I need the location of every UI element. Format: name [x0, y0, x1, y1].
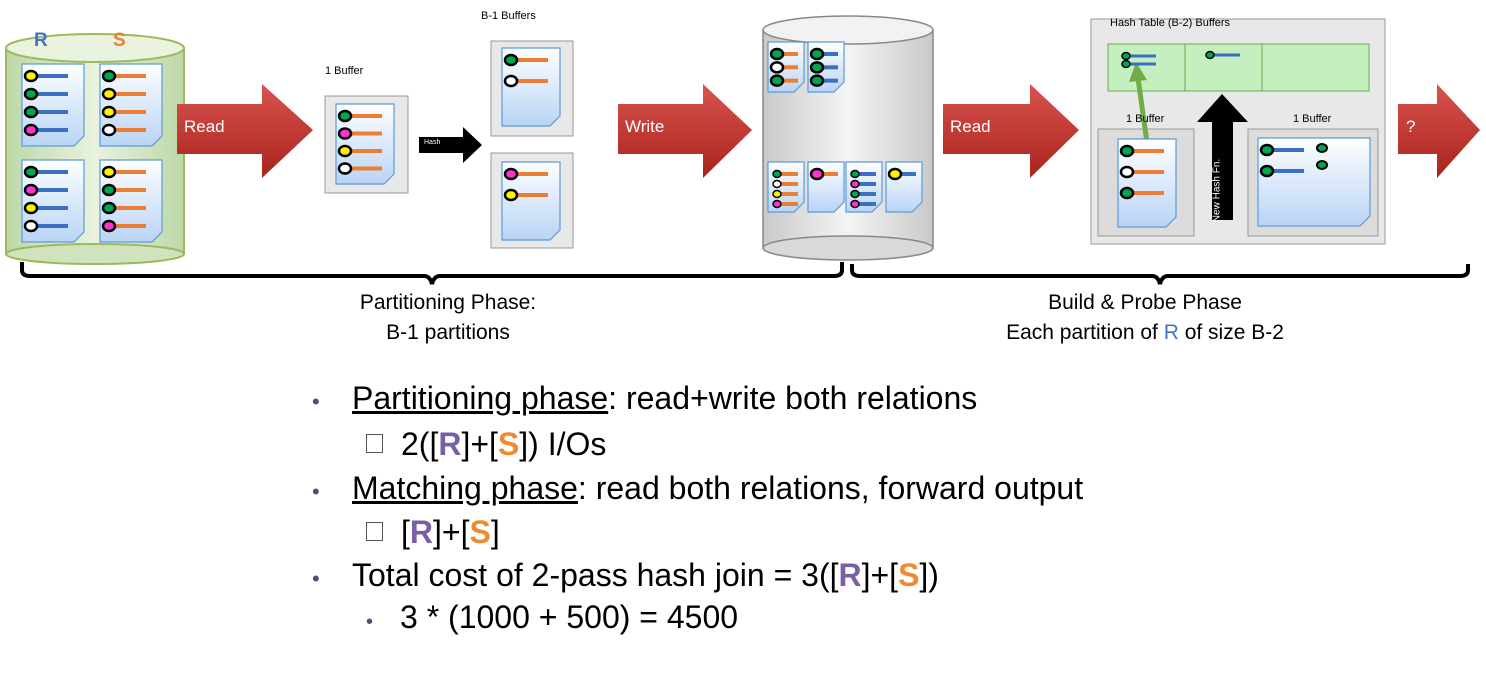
page-icon — [501, 47, 561, 127]
bullet-partitioning: • Partitioning phase: read+write both rel… — [312, 380, 977, 417]
new-hash-label: New Hash Fn. — [1211, 158, 1223, 223]
sub2-mid: ]+[ — [433, 514, 470, 550]
read-label-1: Read — [184, 117, 225, 136]
sub2-post: ] — [490, 514, 500, 550]
bullet-dot: • — [366, 611, 374, 633]
sub1-s: S — [497, 426, 520, 462]
hash-arrow — [419, 127, 482, 163]
total-calc: 3 * (1000 + 500) = 4500 — [400, 599, 739, 635]
sub2-pre: [ — [401, 514, 410, 550]
next-arrow — [1398, 84, 1480, 178]
probe-buffer-label: 1 Buffer — [1293, 113, 1332, 125]
bullet-dot: • — [312, 479, 320, 504]
sub-partitioning-cost: 2([R]+[S]) I/Os — [366, 426, 606, 463]
page-icon — [1117, 138, 1177, 228]
build-phase-post: of size B-2 — [1178, 321, 1284, 344]
page-icon — [807, 41, 845, 93]
partition-phase-line2: B-1 partitions — [386, 321, 510, 344]
page-icon — [21, 159, 85, 243]
sub-matching-cost: [R]+[S] — [366, 514, 500, 551]
page-icon — [501, 161, 561, 241]
build-phase-pre: Each partition of — [1006, 321, 1164, 344]
page-icon — [1257, 137, 1371, 227]
write-label: Write — [625, 117, 665, 136]
build-phase-line1: Build & Probe Phase — [1048, 291, 1242, 314]
page-icon — [99, 63, 163, 147]
sub-total-calc: • 3 * (1000 + 500) = 4500 — [366, 599, 738, 636]
bullet-matching-term: Matching phase — [352, 470, 578, 506]
page-icon — [767, 161, 805, 213]
bullet-matching: • Matching phase: read both relations, fo… — [312, 470, 1083, 507]
build-buffer-label: 1 Buffer — [1126, 113, 1165, 125]
hash-table-label: Hash Table (B-2) Buffers — [1110, 17, 1231, 29]
input-buffer-label: 1 Buffer — [325, 65, 364, 77]
write-arrow — [618, 84, 752, 178]
sub2-s: S — [469, 514, 491, 550]
relation-r-label: R — [34, 30, 48, 51]
build-phase-caption: Build & Probe Phase Each partition of R … — [980, 288, 1310, 348]
source-disk — [5, 33, 185, 265]
sub1-mid: ]+[ — [461, 426, 498, 462]
build-probe-box — [1090, 18, 1386, 245]
total-s: S — [898, 557, 920, 593]
read-arrow-2 — [943, 84, 1079, 178]
output-buffers — [490, 40, 574, 249]
next-label: ? — [1406, 117, 1416, 136]
hash-label: Hash — [424, 139, 441, 146]
sub2-r: R — [409, 514, 433, 550]
page-icon — [885, 161, 923, 213]
bullet-matching-rest: : read both relations, forward output — [577, 470, 1084, 506]
bullet-dot: • — [312, 389, 320, 414]
relation-s-label: S — [113, 30, 126, 51]
sub1-post: ]) I/Os — [519, 426, 607, 462]
checkbox-glyph-icon — [366, 522, 383, 542]
partition-disk — [762, 15, 934, 261]
build-phase-line2: Each partition of R of size B-2 — [980, 318, 1310, 348]
partition-phase-line1: Partitioning Phase: — [359, 291, 537, 314]
bullet-dot: • — [312, 566, 320, 591]
read-arrow-1 — [177, 84, 313, 178]
checkbox-glyph-icon — [366, 434, 383, 454]
sub1-pre: 2([ — [401, 426, 439, 462]
total-mid: ]+[ — [861, 557, 899, 593]
total-post: ]) — [919, 557, 939, 593]
hash-join-diagram — [5, 15, 1480, 285]
bullet-total: • Total cost of 2-pass hash join = 3([R]+… — [312, 557, 939, 594]
input-buffer-box — [324, 95, 409, 194]
total-pre: Total cost of 2-pass hash join = 3([ — [352, 557, 839, 593]
partition-phase-caption: Partitioning Phase: B-1 partitions — [300, 288, 596, 348]
bullet-partitioning-term: Partitioning phase — [352, 380, 609, 416]
page-icon — [767, 41, 805, 93]
bullet-partitioning-rest: : read+write both relations — [608, 380, 978, 416]
sub1-r: R — [438, 426, 462, 462]
output-buffers-label: B-1 Buffers — [481, 10, 536, 22]
page-icon — [335, 103, 395, 185]
page-icon — [807, 161, 845, 213]
build-phase-r: R — [1163, 321, 1179, 344]
page-icon — [21, 63, 85, 147]
page-icon — [99, 159, 163, 243]
total-r: R — [838, 557, 862, 593]
read-label-2: Read — [950, 117, 991, 136]
page-icon — [845, 161, 883, 213]
phase-braces — [20, 262, 1470, 285]
